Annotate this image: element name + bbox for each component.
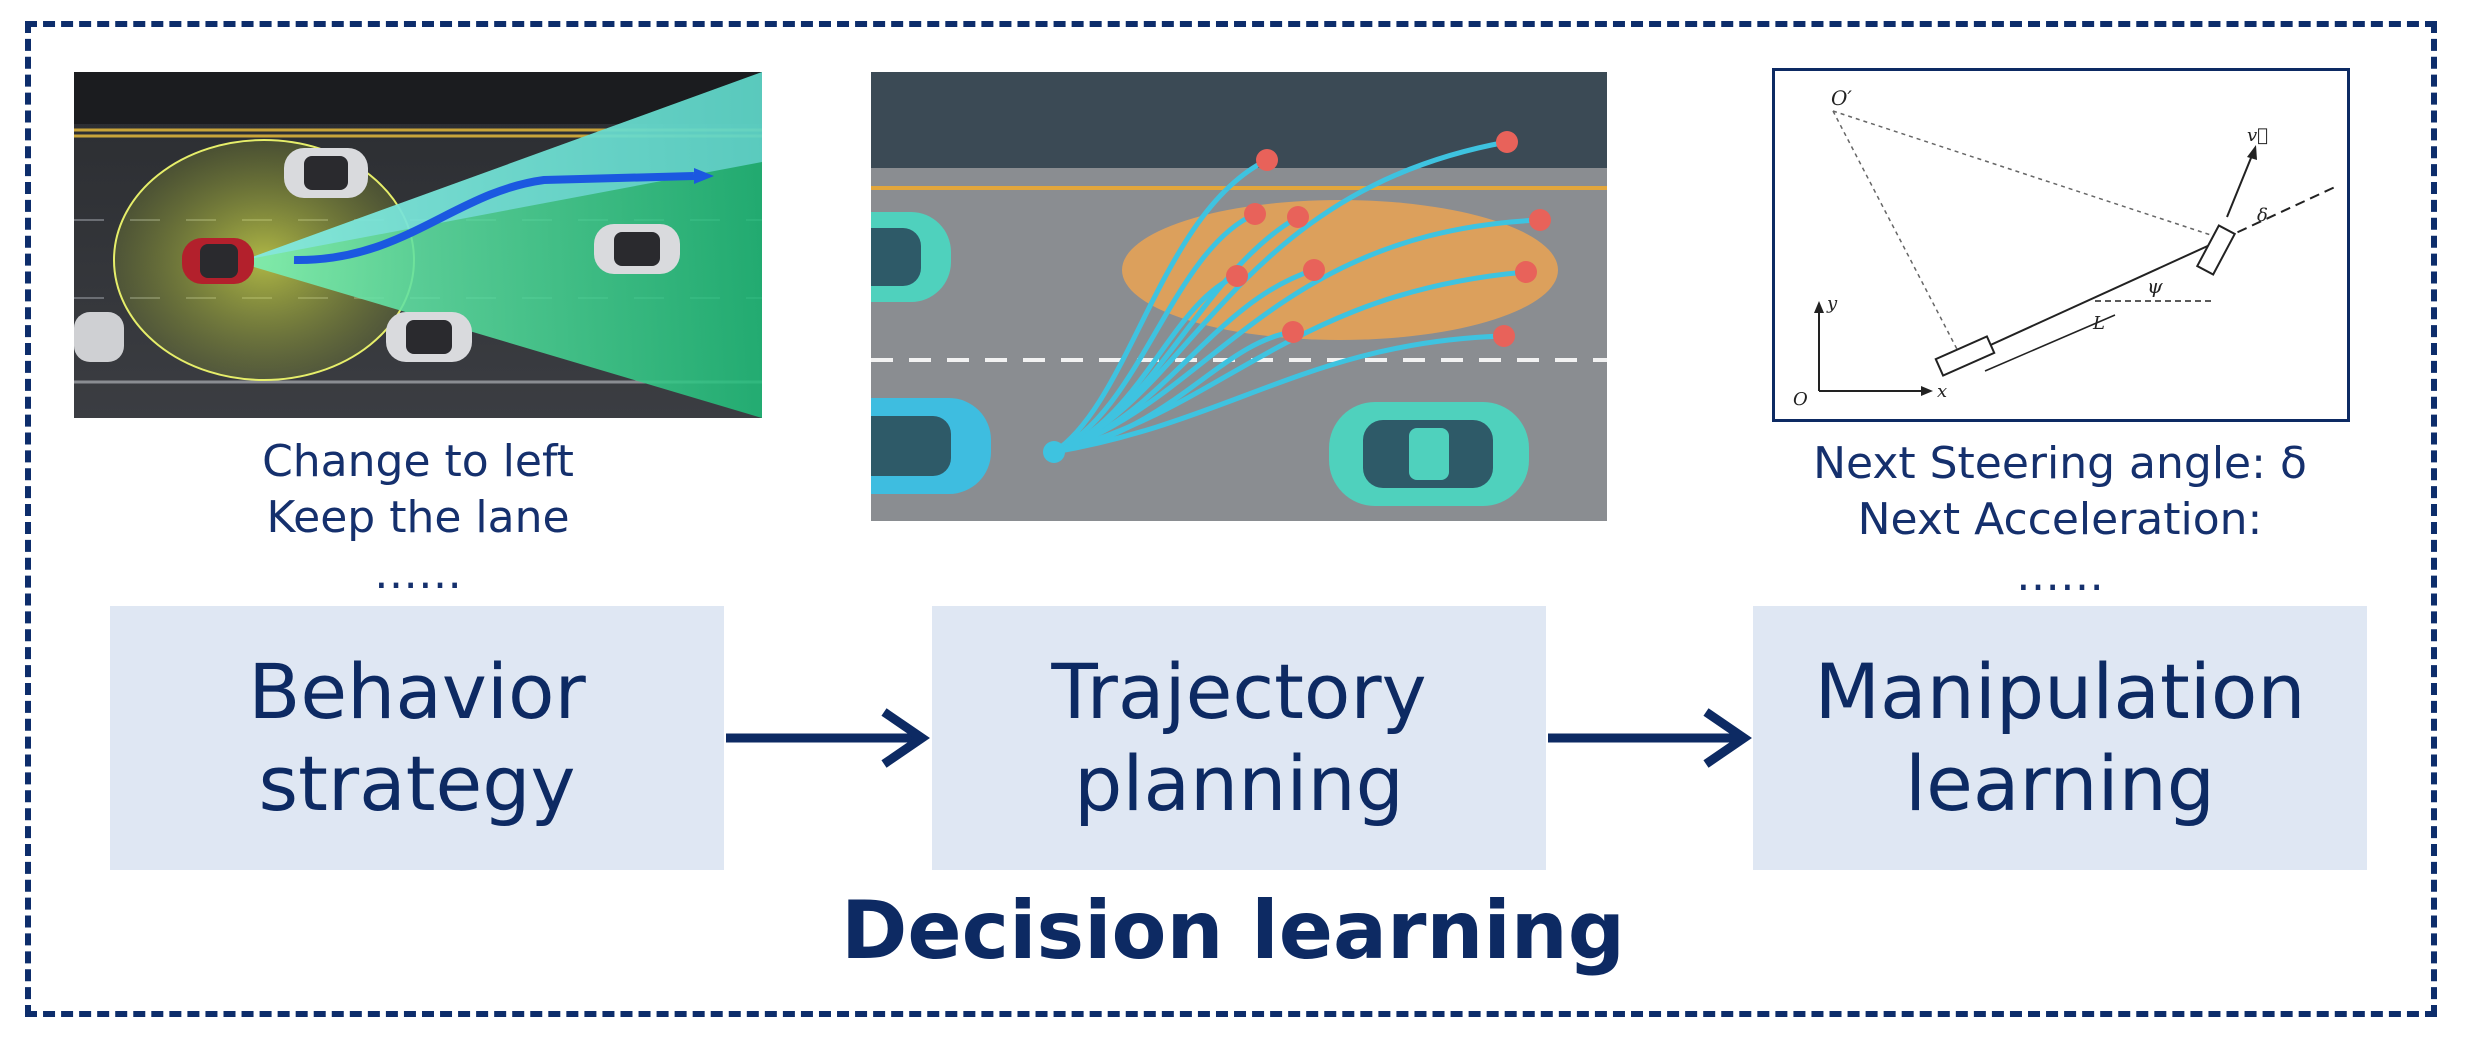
behavior-strategy-line1: Behavior: [248, 647, 586, 736]
ego-car-icon: [182, 238, 254, 284]
label-velocity: v⃗: [2247, 125, 2268, 146]
label-psi: ψ: [2147, 274, 2163, 298]
arrow-trajectory-to-manipulation: [1548, 708, 1752, 768]
label-y-axis: y: [1826, 293, 1838, 314]
label-delta: δ: [2257, 205, 2268, 226]
caption-steering-angle: Next Steering angle: δ: [1813, 438, 2307, 489]
behavior-strategy-line2: strategy: [258, 739, 576, 828]
diagram-title: Decision learning: [840, 884, 1626, 977]
label-origin: O: [1793, 389, 1808, 410]
trajectory-planning-line2: planning: [1074, 739, 1404, 828]
behavior-scene-image: [74, 72, 762, 418]
label-length: L: [2092, 313, 2105, 334]
vehicle-model-diagram: O′ v⃗ δ ψ L y x O: [1772, 68, 2350, 422]
label-origin-prime: O′: [1831, 86, 1852, 110]
caption-ellipsis-2: ……: [2016, 550, 2104, 601]
left-car-top-icon: [871, 212, 951, 302]
manipulation-learning-line1: Manipulation: [1814, 647, 2306, 736]
behavior-captions: Change to left Keep the lane ……: [160, 434, 676, 602]
caption-acceleration: Next Acceleration:: [1857, 494, 2263, 545]
trajectory-scene-image: [871, 72, 1607, 521]
caption-change-left: Change to left: [262, 436, 574, 487]
caption-ellipsis: ……: [374, 548, 462, 599]
manipulation-learning-line2: learning: [1904, 739, 2216, 828]
manipulation-captions: Next Steering angle: δ Next Acceleration…: [1760, 436, 2360, 604]
behavior-strategy-box: Behavior strategy: [110, 606, 724, 870]
caption-keep-lane: Keep the lane: [266, 492, 570, 543]
manipulation-learning-box: Manipulation learning: [1753, 606, 2367, 870]
dashed-frame: [25, 21, 2437, 1017]
label-x-axis: x: [1937, 381, 1947, 402]
arrow-behavior-to-trajectory: [726, 708, 930, 768]
trajectory-planning-line1: Trajectory: [1051, 647, 1427, 736]
right-car-icon: [1329, 402, 1529, 506]
left-car-bottom-icon: [871, 398, 991, 494]
trajectory-planning-box: Trajectory planning: [932, 606, 1546, 870]
